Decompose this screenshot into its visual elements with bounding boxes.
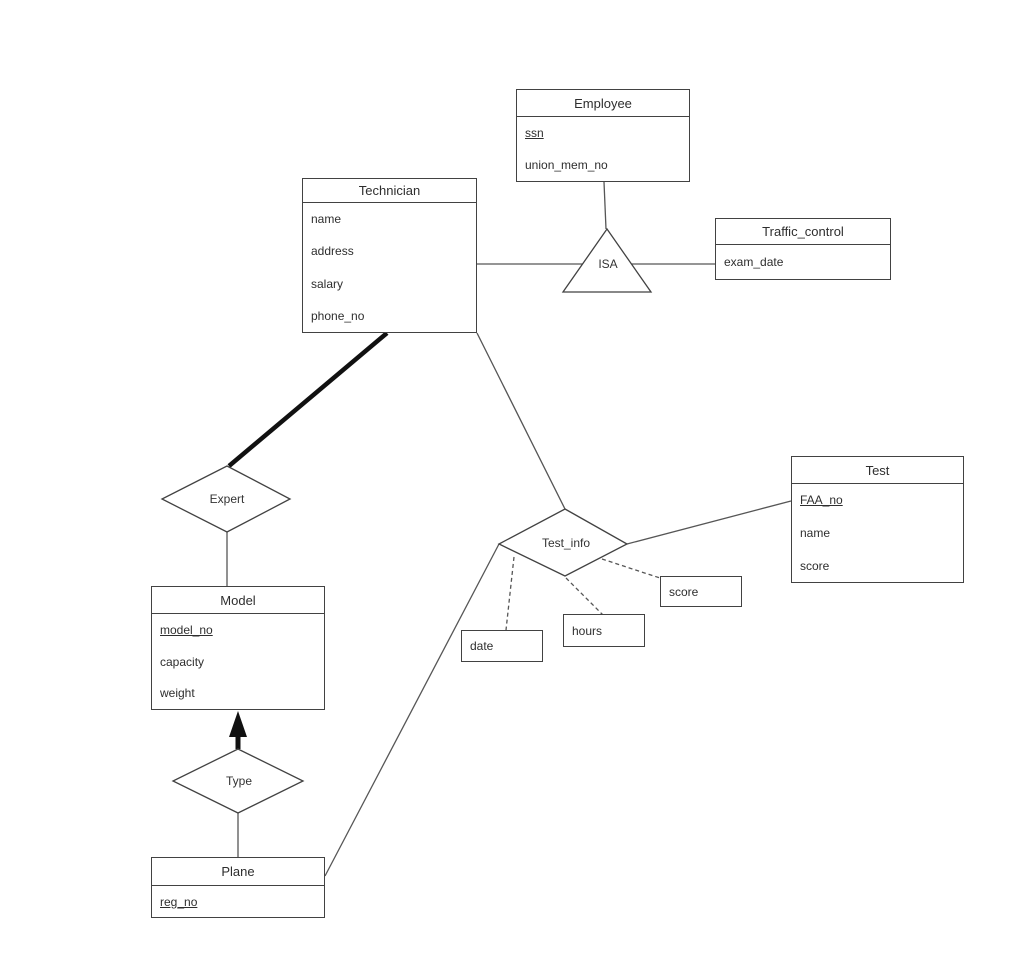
entity-employee-attributes: ssn union_mem_no <box>517 117 689 181</box>
attribute-test-score: score <box>800 558 830 573</box>
attribute-reg-no: reg_no <box>160 894 198 909</box>
attribute-model-no: model_no <box>160 622 213 637</box>
entity-employee: Employee ssn union_mem_no <box>516 89 690 182</box>
attribute-address: address <box>311 244 354 259</box>
entity-test-attributes: FAA_no name score <box>792 484 963 582</box>
entity-plane-title: Plane <box>152 858 324 886</box>
attribute-box-date: date <box>461 630 543 662</box>
entity-test: Test FAA_no name score <box>791 456 964 583</box>
isa-triangle <box>561 227 653 293</box>
attribute-union-mem-no: union_mem_no <box>525 158 608 172</box>
relationship-type-diamond <box>171 748 305 814</box>
attribute-salary: salary <box>311 276 344 291</box>
attribute-box-score: score <box>660 576 742 607</box>
connector-plane-test-info <box>324 543 500 877</box>
relationship-test-info-label: Test_info <box>542 536 590 550</box>
connector-test-info-score-dashed <box>601 558 661 579</box>
entity-plane-attributes: reg_no <box>152 886 324 917</box>
attribute-name: name <box>311 212 342 227</box>
isa-label: ISA <box>598 257 617 271</box>
relationship-type-label: Type <box>226 774 252 788</box>
entity-plane: Plane reg_no <box>151 857 325 918</box>
relationship-expert-label: Expert <box>210 492 245 506</box>
attribute-test-name: name <box>800 526 831 540</box>
connector-test-info-test <box>626 500 792 545</box>
connector-test-info-hours-dashed <box>565 577 604 616</box>
entity-technician-title: Technician <box>303 179 476 203</box>
entity-model-title: Model <box>152 587 324 614</box>
arrowhead-type-model <box>229 711 247 737</box>
relationship-expert-diamond <box>160 465 292 533</box>
relationship-test-info-diamond <box>497 508 629 577</box>
connector-technician-test-info <box>476 332 566 510</box>
entity-traffic-control-attributes: exam_date <box>716 245 890 279</box>
entity-test-title: Test <box>792 457 963 484</box>
connector-technician-expert-bold <box>227 331 389 468</box>
attribute-phone-no: phone_no <box>311 308 365 323</box>
attribute-box-hours: hours <box>563 614 645 647</box>
connector-test-info-date-dashed <box>505 556 515 631</box>
entity-traffic-control-title: Traffic_control <box>716 219 890 245</box>
attribute-capacity: capacity <box>160 654 205 669</box>
entity-employee-title: Employee <box>517 90 689 117</box>
connector-employee-isa <box>603 181 607 230</box>
entity-technician-attributes: name address salary phone_no <box>303 203 476 332</box>
attribute-ssn: ssn <box>525 126 544 140</box>
entity-traffic-control: Traffic_control exam_date <box>715 218 891 280</box>
attribute-faa-no: FAA_no <box>800 493 843 508</box>
entity-model: Model model_no capacity weight <box>151 586 325 710</box>
attribute-weight: weight <box>160 686 195 701</box>
entity-model-attributes: model_no capacity weight <box>152 614 324 709</box>
entity-technician: Technician name address salary phone_no <box>302 178 477 333</box>
attribute-exam-date: exam_date <box>724 255 784 269</box>
